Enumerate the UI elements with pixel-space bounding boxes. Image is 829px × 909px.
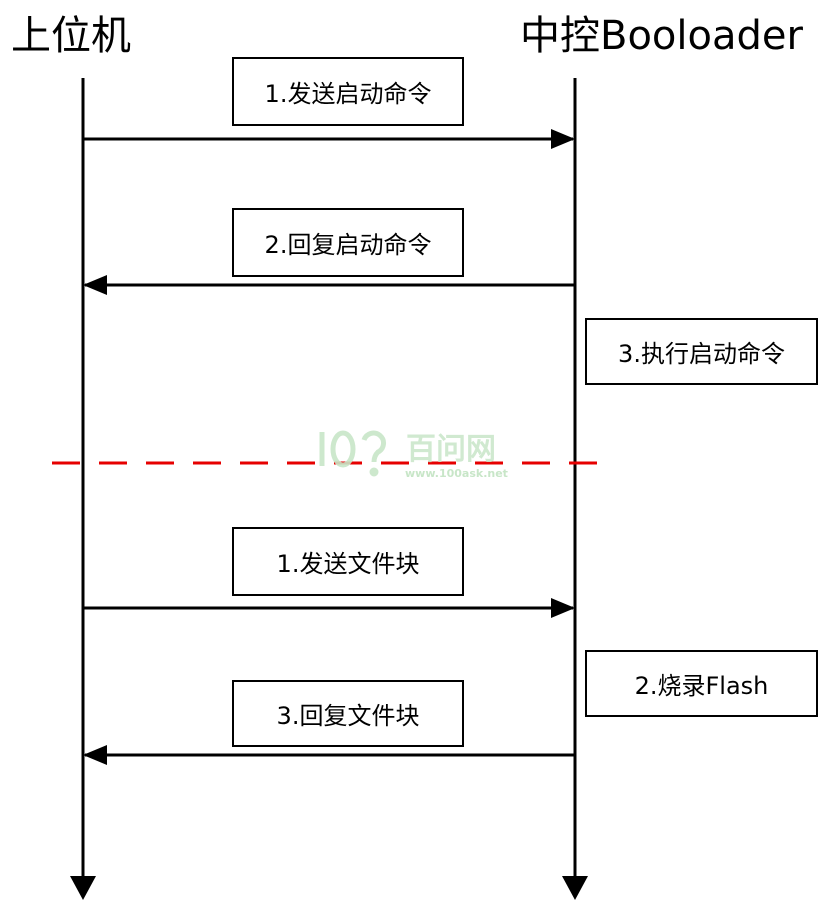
message-box-execute-start-command: 3.执行启动命令 xyxy=(585,318,818,385)
lifeline-right-arrowhead xyxy=(562,876,588,900)
lifeline-left-arrowhead xyxy=(70,876,96,900)
message-box-reply-file-block: 3.回复文件块 xyxy=(232,680,464,747)
participant-host: 上位机 xyxy=(11,13,131,59)
message-box-send-start-command: 1.发送启动命令 xyxy=(232,57,464,126)
message-box-burn-flash: 2.烧录Flash xyxy=(585,650,818,717)
watermark-url: www.100ask.net xyxy=(405,467,508,480)
message-box-send-file-block: 1.发送文件块 xyxy=(232,527,464,596)
watermark-logo-icon xyxy=(319,430,386,477)
message-box-reply-start-command: 2.回复启动命令 xyxy=(232,208,464,277)
participant-bootloader: 中控Booloader xyxy=(520,13,803,59)
watermark-brand: 百问网 xyxy=(406,432,496,467)
